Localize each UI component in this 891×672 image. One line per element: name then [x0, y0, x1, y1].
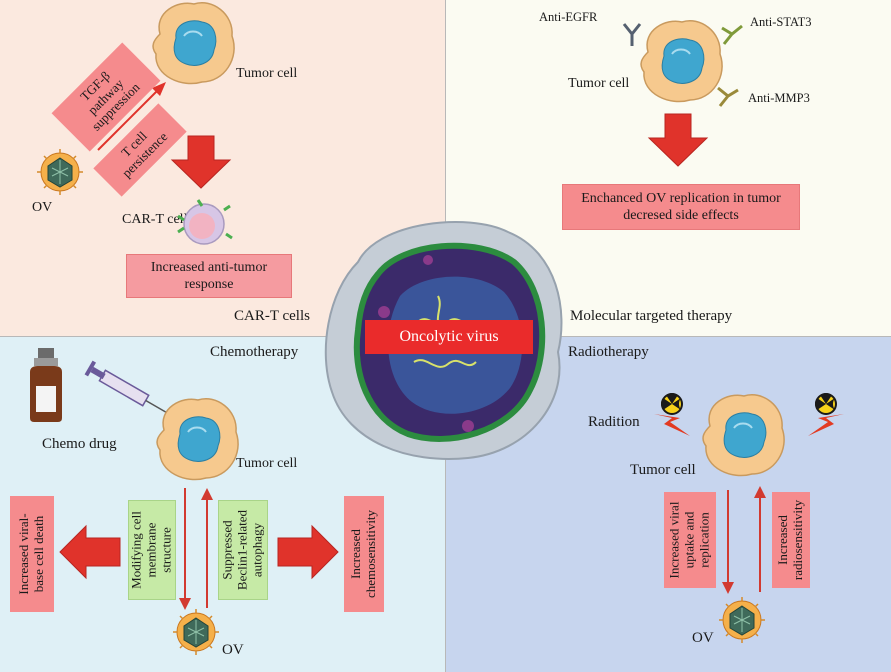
radiation-icon — [654, 393, 690, 436]
cell-death-box: Increased viral-base cell death — [10, 496, 54, 612]
left-arrow-icon — [59, 524, 121, 580]
chemotherapy-title: Chemotherapy — [210, 344, 299, 360]
anti-stat3-label: Anti-STAT3 — [750, 15, 812, 29]
antibody-icon — [622, 23, 642, 46]
drug-bottle-icon — [30, 348, 62, 422]
radiotherapy-title: Radiotherapy — [568, 344, 649, 360]
tumor-cell-label: Tumor cell — [568, 76, 630, 91]
radiation-label: Radition — [588, 414, 640, 430]
anti-mmp3-label: Anti-MMP3 — [748, 91, 810, 105]
down-arrow-icon — [647, 113, 709, 167]
down-arrow-icon — [170, 135, 232, 189]
tumor-cell-icon — [640, 19, 724, 103]
targeted-therapy-title: Molecular targeted therapy — [570, 308, 733, 324]
ov-label: OV — [222, 642, 244, 658]
tumor-cell-label: Tumor cell — [236, 456, 298, 471]
syringe-icon — [84, 360, 167, 414]
radio-arrows — [722, 486, 766, 594]
virus-icon — [172, 608, 220, 656]
ov-label: OV — [692, 630, 714, 646]
tumor-cell-icon — [156, 397, 240, 481]
tumor-cell-label: Tumor cell — [236, 66, 298, 81]
tumor-cell-icon — [702, 393, 786, 477]
tgf-arrow — [97, 82, 166, 151]
antibody-icon — [721, 24, 743, 45]
car-t-title: CAR-T cells — [234, 308, 310, 324]
anti-egfr-label: Anti-EGFR — [539, 10, 598, 24]
virus-icon — [718, 596, 766, 644]
tumor-cell-label: Tumor cell — [630, 462, 696, 478]
ov-label: OV — [32, 200, 53, 215]
antibody-icon — [717, 86, 739, 107]
chemo-drug-label: Chemo drug — [42, 436, 117, 452]
ov-to-tumor-arrows — [179, 488, 213, 610]
right-arrow-icon — [277, 524, 339, 580]
radiation-icon — [808, 393, 844, 436]
virus-icon — [36, 148, 84, 196]
car-t-cell-icon — [177, 199, 233, 245]
oncolytic-virus-label: Oncolytic virus — [365, 320, 533, 354]
car-t-cell-label: CAR-T cell — [122, 212, 188, 227]
